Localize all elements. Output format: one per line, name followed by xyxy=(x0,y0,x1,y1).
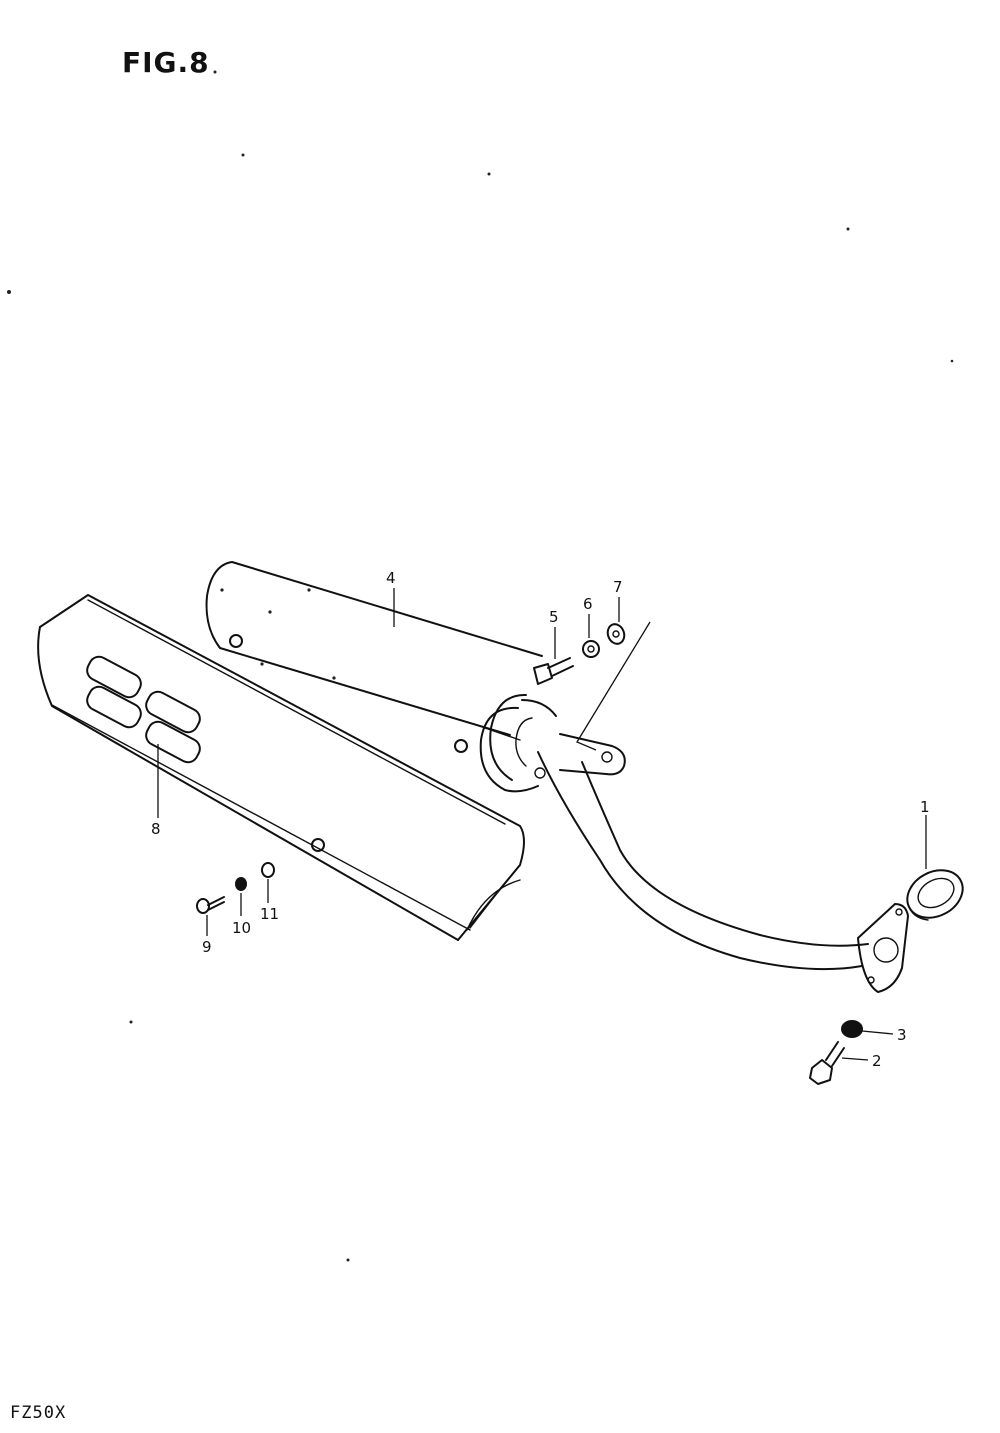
muffler xyxy=(205,561,557,793)
leader-lines xyxy=(157,588,927,1061)
callout-1: 1 xyxy=(920,798,930,816)
callout-2: 2 xyxy=(872,1052,882,1070)
callout-11: 11 xyxy=(260,905,279,923)
callout-labels: 1 2 3 4 5 6 7 8 9 10 11 xyxy=(151,569,930,1070)
callout-5: 5 xyxy=(549,608,559,626)
exhaust-gasket xyxy=(906,869,964,921)
callout-7: 7 xyxy=(613,578,623,596)
muffler-mount-bolt xyxy=(533,657,574,685)
model-code: FZ50X xyxy=(10,1403,67,1423)
callout-6: 6 xyxy=(583,595,593,613)
figure-title: FIG.8 xyxy=(122,46,210,79)
hardware xyxy=(196,623,863,1085)
callout-8: 8 xyxy=(151,820,161,838)
callout-4: 4 xyxy=(386,569,396,587)
callout-10: 10 xyxy=(232,919,251,937)
scan-specks xyxy=(7,70,954,1262)
muffler-heat-shield xyxy=(37,594,525,941)
exhaust-pipe xyxy=(537,733,909,993)
callout-9: 9 xyxy=(202,938,212,956)
shield-screw xyxy=(196,896,225,914)
callout-3: 3 xyxy=(897,1026,907,1044)
flange-bolt xyxy=(809,1041,845,1085)
